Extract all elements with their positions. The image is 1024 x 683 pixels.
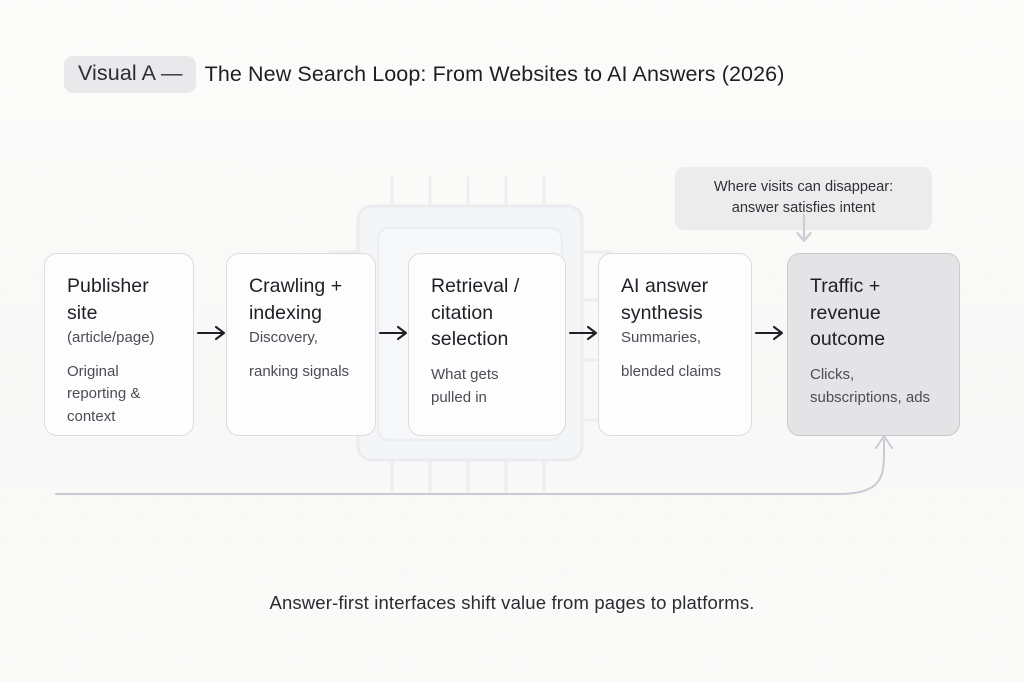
node-title: Retrieval / citation selection (431, 275, 520, 351)
flow-node-traffic-revenue-outcome[interactable]: Traffic + revenue outcome Clicks, subscr… (787, 253, 960, 436)
node-detail: blended claims (621, 362, 722, 380)
node-detail: ranking signals (249, 362, 350, 380)
node-title: Traffic + revenue outcome (810, 275, 886, 351)
arrow-right-icon-1 (196, 325, 226, 341)
node-detail: Original reporting & context (67, 362, 141, 425)
node-title: Crawling + indexing (249, 275, 343, 324)
arrow-right-icon-2 (378, 325, 408, 341)
arrow-right-icon-4 (754, 325, 784, 341)
node-subtitle: (article/page) (67, 329, 155, 347)
page-title: Visual A — The New Search Loop: From Web… (64, 56, 784, 93)
flow-node-publisher-site[interactable]: Publisher site (article/page) Original r… (44, 253, 194, 436)
node-subtitle: Summaries, (621, 329, 702, 347)
node-title: Publisher site (67, 275, 149, 324)
arrow-right-icon-3 (568, 325, 598, 341)
node-subtitle: What gets pulled in (431, 366, 499, 406)
node-subtitle: Discovery, (249, 329, 318, 347)
callout-line-2: answer satisfies intent (731, 200, 876, 217)
callout-note: Where visits can disappear: answer satis… (675, 167, 932, 231)
flow-node-retrieval-citation[interactable]: Retrieval / citation selection What gets… (408, 253, 566, 436)
title-heading: The New Search Loop: From Websites to AI… (204, 61, 785, 86)
flow-node-ai-answer-synthesis[interactable]: AI answer synthesis Summaries, blended c… (598, 253, 752, 436)
arrow-down-icon (796, 214, 812, 243)
flow-node-crawling-indexing[interactable]: Crawling + indexing Discovery, ranking s… (226, 253, 376, 436)
visual-label-badge: Visual A — (64, 56, 196, 93)
node-title: AI answer synthesis (621, 275, 709, 324)
figure-caption: Answer-first interfaces shift value from… (269, 592, 755, 613)
node-subtitle: Clicks, subscriptions, ads (810, 366, 931, 406)
callout-line-1: Where visits can disappear: (713, 179, 894, 195)
